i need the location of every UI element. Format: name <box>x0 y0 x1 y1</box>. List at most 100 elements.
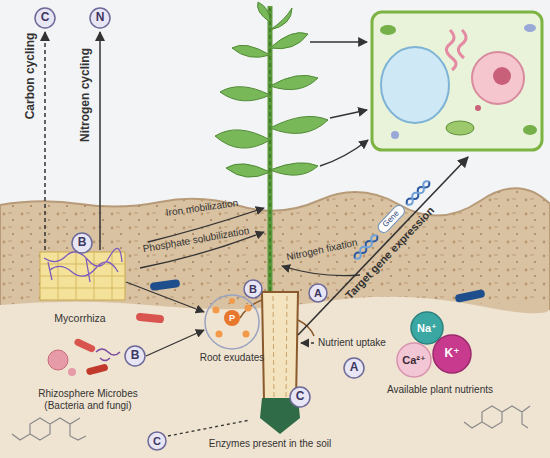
circle-shape <box>35 8 55 28</box>
part-label: Enzymes present in the soil <box>209 438 331 450</box>
plant <box>270 33 308 49</box>
plant <box>215 2 328 177</box>
process-arrows <box>168 420 250 436</box>
root-exudates <box>245 305 252 312</box>
rhizosphere-microbes-illustration <box>68 368 76 376</box>
dna-helix <box>405 179 431 206</box>
plant <box>270 116 328 133</box>
ion-circle: K⁺ <box>432 334 472 374</box>
cell-diagram <box>523 125 537 135</box>
node-letter: Na⁺ <box>417 322 437 334</box>
circle-shape <box>290 387 310 407</box>
background <box>0 188 550 305</box>
callout-circle: A <box>308 283 328 303</box>
ion-circle: Ca²⁺ <box>396 342 432 378</box>
callout-circle: C <box>147 431 167 451</box>
molecule-structure <box>12 418 86 440</box>
circle-shape <box>125 346 145 366</box>
plant <box>270 8 271 298</box>
plant <box>270 75 318 89</box>
callout-circle: B <box>71 232 93 254</box>
cycling-arrows <box>45 32 100 250</box>
process-arrows <box>126 282 204 312</box>
part-label: Available plant nutrients <box>387 384 493 396</box>
rhizosphere-microbes-illustration <box>86 363 109 375</box>
circle-shape <box>90 8 110 28</box>
bacteria <box>454 289 485 303</box>
plant-to-cell-arrows <box>310 41 367 42</box>
part-label: Rhizosphere Microbes (Bacteria and fungi… <box>27 388 149 412</box>
circle-shape <box>397 343 431 377</box>
part-label: Root exudates <box>200 352 265 364</box>
plant-to-cell-arrows <box>320 140 368 166</box>
dna-helix <box>405 179 431 206</box>
root <box>273 296 287 398</box>
root-exudates <box>243 331 250 338</box>
node-letter: N <box>96 11 105 24</box>
plant <box>270 163 318 175</box>
cell-diagram <box>472 52 524 104</box>
node-letter: K⁺ <box>445 347 460 360</box>
process-label: Nutrient uptake <box>318 337 386 349</box>
cell-diagram <box>381 47 449 123</box>
cell-diagram <box>446 121 474 135</box>
cell-diagram <box>475 105 481 111</box>
circle-shape <box>433 335 471 373</box>
circle-shape <box>244 280 262 298</box>
process-arrows <box>301 342 314 343</box>
node-letter: A <box>314 287 322 299</box>
callout-circle: B <box>124 345 146 367</box>
circle-shape <box>148 432 166 450</box>
cycling-arrows <box>99 32 101 250</box>
cycle-label: Carbon cycling <box>23 33 37 120</box>
callout-circle: A <box>343 357 365 379</box>
plant <box>258 2 271 22</box>
molecule-structure <box>464 406 530 428</box>
circle-shape <box>309 284 327 302</box>
plant-to-cell-arrows <box>310 42 368 166</box>
cycle-circle: C <box>34 7 56 29</box>
root-exudates <box>213 307 220 314</box>
cell-diagram <box>493 67 511 85</box>
cycling-arrows <box>44 32 46 250</box>
node-letter: C <box>41 11 50 24</box>
plant <box>226 164 270 177</box>
plant <box>270 8 292 30</box>
root-exudates <box>229 298 235 304</box>
root <box>262 292 298 406</box>
node-letter: C <box>296 390 305 403</box>
root-exudates <box>216 331 223 338</box>
process-arrows <box>146 330 204 356</box>
circle-shape <box>411 312 443 344</box>
root-exudates <box>205 295 259 349</box>
node-letter: B <box>78 236 87 249</box>
part-label: Mycorrhiza <box>54 312 105 325</box>
circle-shape <box>72 233 92 253</box>
cycle-circle: N <box>89 7 111 29</box>
cell-diagram <box>524 24 536 32</box>
rhizosphere-microbes-illustration <box>96 349 120 361</box>
rhizosphere-microbes-illustration <box>48 350 68 370</box>
cell-diagram <box>458 30 466 58</box>
dna-helix <box>405 179 431 206</box>
cell-diagram <box>380 25 396 35</box>
cycle-label: Nitrogen cycling <box>78 48 92 142</box>
cell-diagram <box>446 30 456 70</box>
rhizosphere-microbes-illustration <box>48 338 120 376</box>
circle-shape <box>344 358 364 378</box>
plant <box>215 130 270 148</box>
process-arrows <box>282 266 360 276</box>
rhizosphere-microbes-illustration <box>73 338 96 354</box>
element-symbol: P <box>229 313 235 324</box>
mycorrhiza-illustration <box>40 248 125 300</box>
cell-diagram <box>372 12 542 150</box>
node-letter: B <box>249 283 257 295</box>
plant <box>232 45 270 57</box>
cell-diagram <box>372 12 542 150</box>
plant <box>220 87 270 101</box>
cell-diagram <box>391 131 399 139</box>
node-letter: Ca²⁺ <box>402 354 426 366</box>
bacteria <box>150 279 181 291</box>
